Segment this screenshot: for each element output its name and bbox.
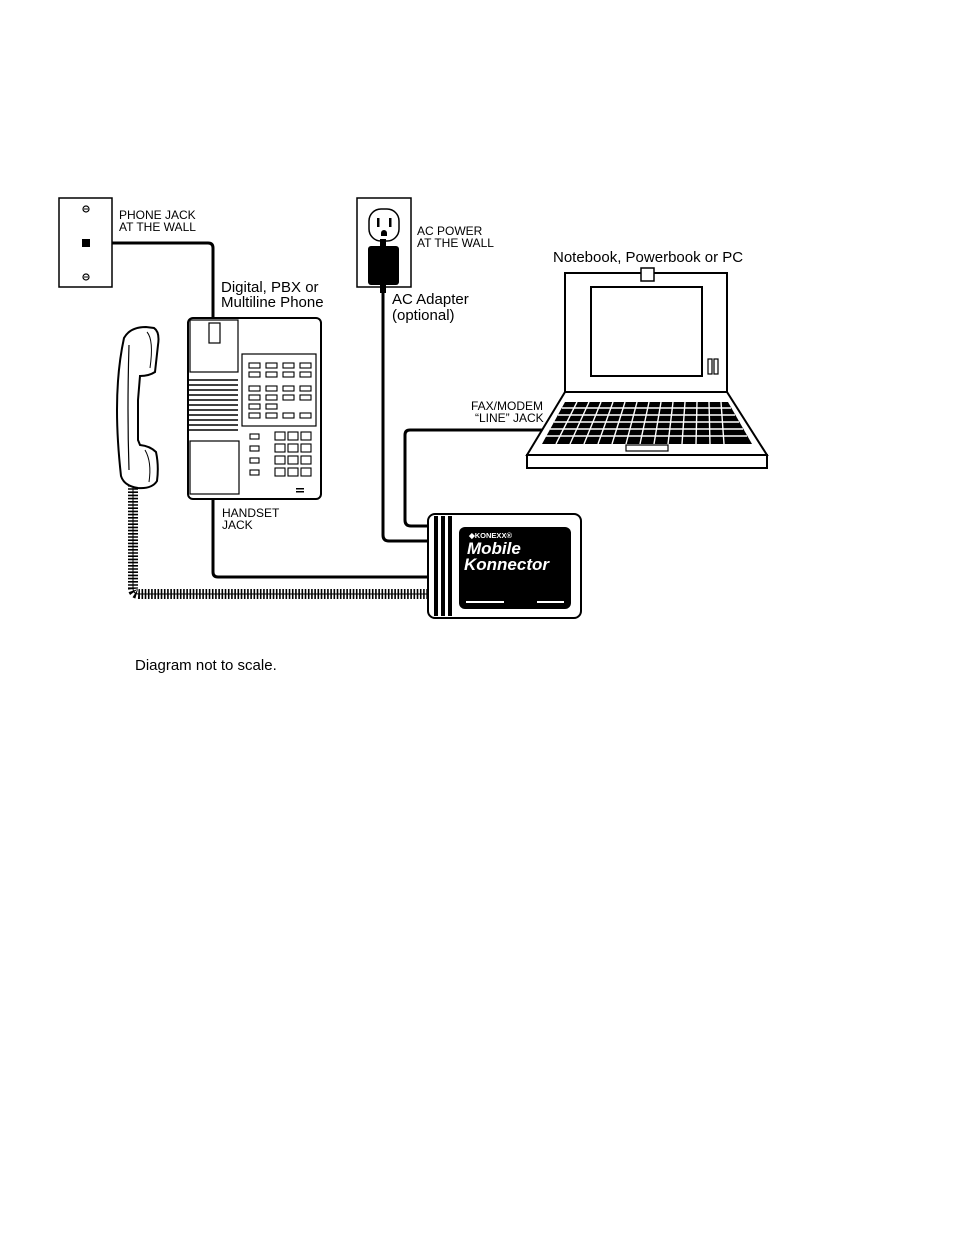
function-keys (248, 362, 312, 419)
scale-footnote: Diagram not to scale. (135, 657, 277, 674)
ac-power-label-line2: AT THE WALL (417, 236, 494, 250)
handset-jack-label-line1: HANDSET (222, 506, 280, 520)
keyboard-keys (546, 401, 747, 445)
line-buttons (249, 433, 260, 476)
phone-jack-label-line2: AT THE WALL (119, 220, 196, 234)
notebook-label: Notebook, Powerbook or PC (553, 249, 743, 266)
speaker-grille (188, 379, 238, 431)
dial-keypad (274, 431, 312, 477)
coiled-handset-cord (128, 485, 428, 599)
phone-jack-wall-plate (58, 197, 113, 288)
konnector-name-line1: Mobile (467, 539, 521, 558)
phone-label-line1: Digital, PBX or (221, 279, 319, 296)
ac-adapter-cable (381, 290, 430, 543)
ac-adapter (368, 239, 399, 293)
ac-adapter-label-line1: AC Adapter (392, 291, 469, 308)
mobile-konnector-device: ◆KONEXX® Mobile Konnector (427, 513, 582, 619)
fax-modem-cable (403, 428, 548, 528)
phone-jack-label-line1: PHONE JACK (119, 208, 196, 222)
handset (115, 325, 160, 490)
phone-label-line2: Multiline Phone (221, 294, 324, 311)
cables (88, 241, 548, 579)
ac-power-label-line1: AC POWER (417, 224, 483, 238)
phone-line-cable (88, 241, 215, 318)
konnector-brand: ◆KONEXX® (468, 531, 512, 540)
fax-modem-label-line2: “LINE” JACK (475, 411, 544, 425)
handset-jack-cable (211, 498, 430, 579)
konnector-name-line2: Konnector (464, 555, 550, 574)
ac-adapter-label-line2: (optional) (392, 307, 455, 324)
handset-jack-label-line2: JACK (222, 518, 253, 532)
fax-modem-label-line1: FAX/MODEM (471, 399, 543, 413)
laptop (525, 267, 769, 469)
desk-phone (187, 317, 322, 500)
